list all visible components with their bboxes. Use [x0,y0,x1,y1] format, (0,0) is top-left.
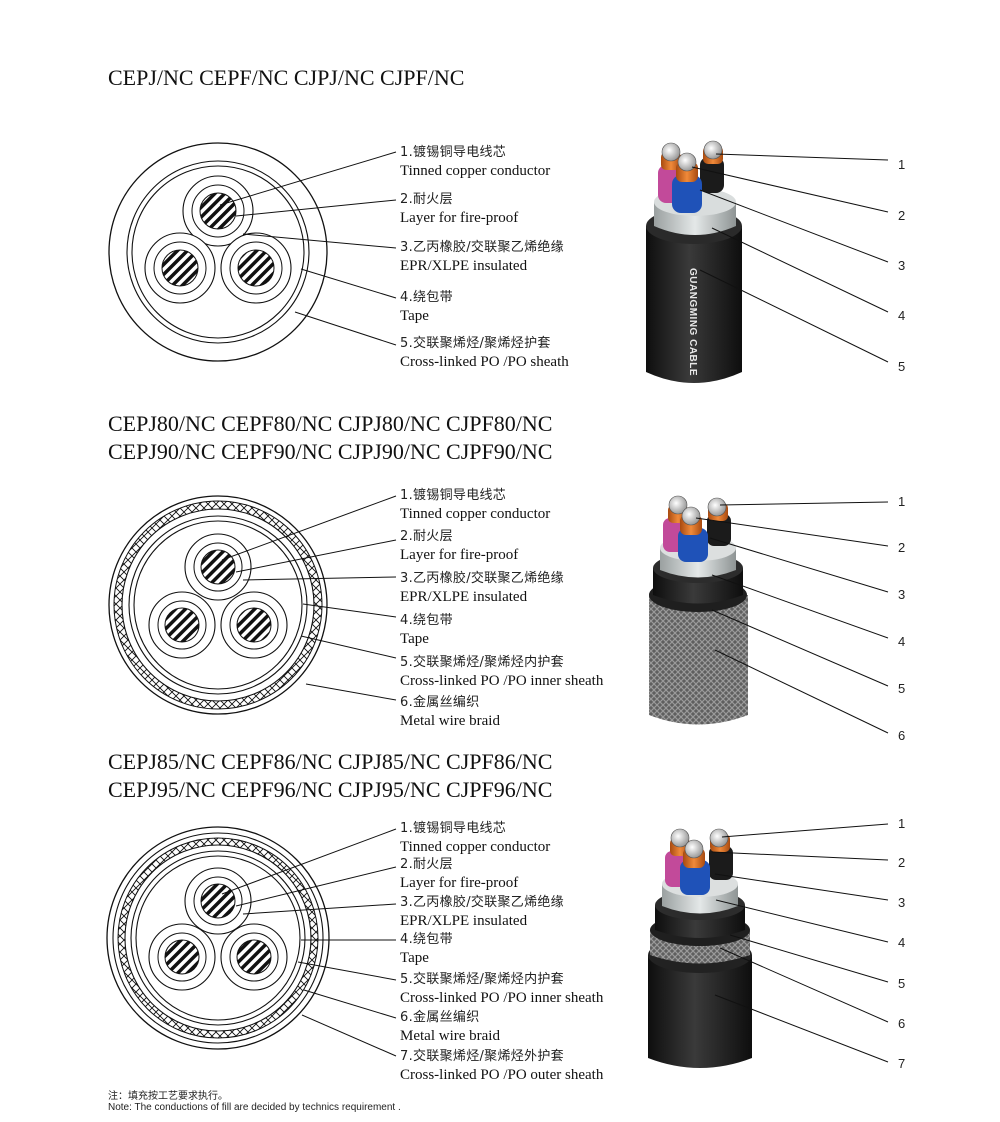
core-right [220,232,292,304]
callout-number-1-1: 1 [898,157,906,172]
section-2-title-1: CEPJ80/NC CEPF80/NC CJPJ80/NC CJPF80/NC [108,411,553,436]
section-1-title: CEPJ/NC CEPF/NC CJPJ/NC CJPF/NC [108,65,465,90]
cable-3d-2 [649,495,748,725]
cross-section-1 [108,142,328,362]
callout-number-2-1: 1 [898,494,906,509]
cable-3d-1: GUANGMING CABLE [646,140,742,383]
callout-lines-1 [691,153,889,363]
callout-number-3-7: 7 [898,1056,906,1071]
section-2-title-2: CEPJ90/NC CEPF90/NC CJPJ90/NC CJPF90/NC [108,439,553,464]
callout-number-1-3: 3 [898,258,906,273]
callout-number-3-2: 2 [898,855,906,870]
callout-number-3-1: 1 [898,816,906,831]
cross-section-2 [108,495,328,715]
leader-lines-3 [221,828,397,1057]
leader-lines-2 [221,495,397,701]
cable-3d-3 [648,828,752,1068]
callout-number-3-5: 5 [898,976,906,991]
callout-number-1-5: 5 [898,359,906,374]
callout-number-3-6: 6 [898,1016,906,1031]
callout-number-2-5: 5 [898,681,906,696]
leader-lines-1 [219,151,397,346]
callout-number-3-3: 3 [898,895,906,910]
callout-lines-2 [695,501,889,734]
section-3-title-1: CEPJ85/NC CEPF86/NC CJPJ85/NC CJPF86/NC [108,749,553,774]
note-zh: 注：填充按工艺要求执行。 [108,1091,228,1102]
section-3-title-2: CEPJ95/NC CEPF96/NC CJPJ95/NC CJPF96/NC [108,777,553,802]
callout-number-2-3: 3 [898,587,906,602]
callout-number-2-6: 6 [898,728,906,743]
callout-number-1-2: 2 [898,208,906,223]
callout-lines-3 [711,823,889,1063]
callout-number-2-4: 4 [898,634,906,649]
cross-section-3 [106,826,330,1050]
note-en: Note: The conductions of fill are decide… [108,1102,401,1113]
brand-text: GUANGMING CABLE [687,268,698,376]
core-top [182,175,254,247]
core-left [144,232,216,304]
callout-number-2-2: 2 [898,540,906,555]
callout-number-3-4: 4 [898,935,906,950]
callout-number-1-4: 4 [898,308,906,323]
